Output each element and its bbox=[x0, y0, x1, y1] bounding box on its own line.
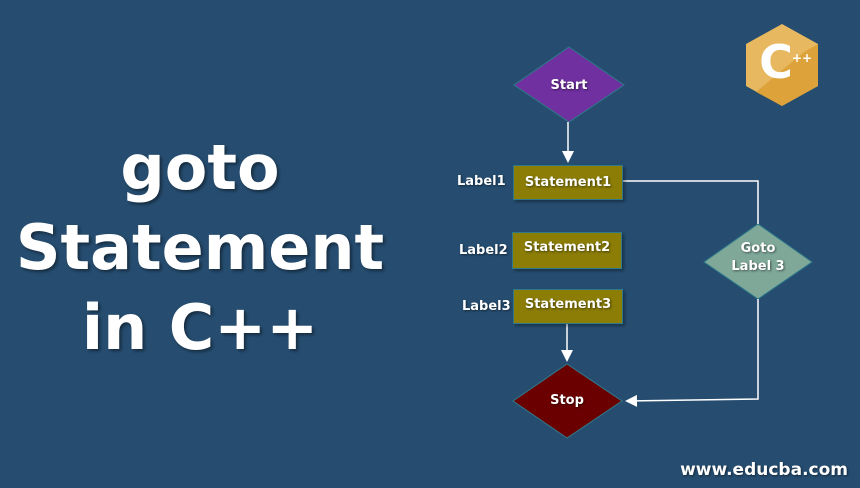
goto-label: Goto Label 3 bbox=[718, 240, 798, 276]
start-diamond bbox=[513, 46, 625, 123]
goto-label-line-1: Goto bbox=[740, 241, 776, 256]
label-2: Label2 bbox=[459, 243, 508, 258]
svg-text:C: C bbox=[759, 35, 793, 89]
title-line-2: Statement bbox=[15, 211, 385, 284]
stop-label: Stop bbox=[550, 393, 584, 408]
cpp-logo-icon: C ++ bbox=[746, 24, 818, 106]
statement-2-box: Statement2 bbox=[512, 232, 622, 269]
svg-text:++: ++ bbox=[792, 51, 812, 65]
statement-3-box: Statement3 bbox=[513, 289, 623, 324]
start-label: Start bbox=[550, 78, 588, 93]
title-line-1: goto bbox=[120, 131, 280, 204]
footer-url[interactable]: www.educba.com bbox=[680, 460, 848, 480]
label-3: Label3 bbox=[462, 299, 511, 314]
stop-diamond bbox=[512, 363, 623, 439]
goto-label-line-2: Label 3 bbox=[731, 259, 785, 274]
statement-1-box: Statement1 bbox=[513, 165, 623, 200]
label-1: Label1 bbox=[457, 174, 506, 189]
title-line-3: in C++ bbox=[81, 291, 319, 364]
